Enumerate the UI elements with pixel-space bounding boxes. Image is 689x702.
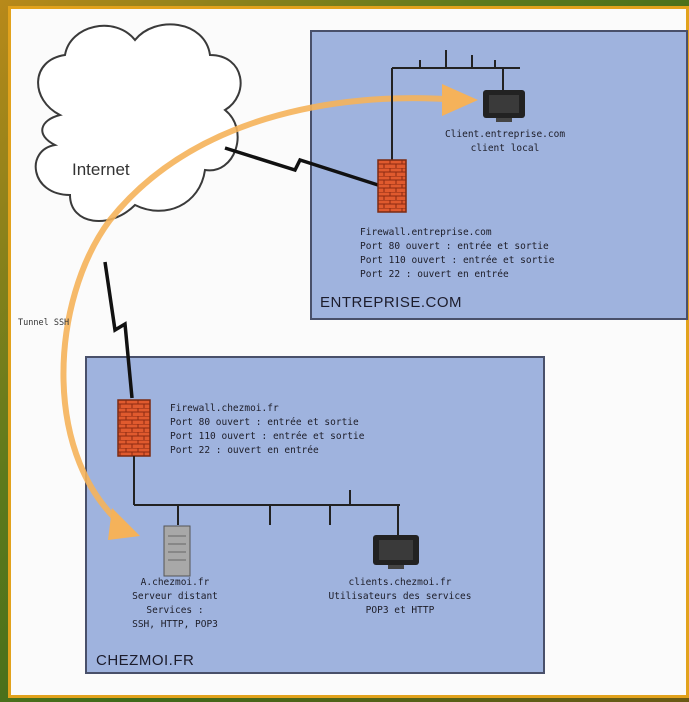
internet-cloud [34,23,242,222]
chezmoi-lan-bus [133,456,400,535]
chezmoi-network-panel [85,356,545,674]
clients-hostname: clients.chezmoi.fr [348,577,452,588]
chezmoi-firewall-rule: Port 22 : ouvert en entrée [170,445,319,456]
entreprise-firewall-rule: Port 110 ouvert : entrée et sortie [360,255,555,266]
entreprise-client-name: Client.entreprise.com [444,129,566,140]
entreprise-client-role: client local [470,143,540,154]
clients-description: Utilisateurs des services [328,591,472,602]
entreprise-firewall-name: Firewall.entreprise.com [360,227,492,238]
chezmoi-firewall-icon [117,399,151,457]
server-hostname: A.chezmoi.fr [140,577,210,588]
server-services-list: SSH, HTTP, POP3 [132,619,218,630]
ssh-tunnel-arrow [60,95,461,533]
chezmoi-firewall-rule: Port 80 ouvert : entrée et sortie [170,417,359,428]
client-monitor-icon [483,90,525,122]
clients-monitor-icon [373,535,419,569]
entreprise-firewall-icon [377,159,407,213]
entreprise-firewall-rule: Port 22 : ouvert en entrée [360,269,509,280]
entreprise-lan-bus [391,50,520,165]
internet-label: Internet [72,160,130,179]
tunnel-arrowhead-top [442,84,478,116]
entreprise-network-panel [310,30,688,320]
server-tower-icon [163,525,191,577]
chezmoi-firewall-name: Firewall.chezmoi.fr [170,403,279,414]
tunnel-arrowhead-bottom [108,508,140,540]
server-services-label: Services : [146,605,204,616]
chezmoi-panel-title: CHEZMOI.FR [96,652,195,669]
server-description: Serveur distant [132,591,218,602]
link-internet-chezmoi [103,261,134,399]
entreprise-panel-title: ENTREPRISE.COM [320,294,463,311]
entreprise-firewall-rule: Port 80 ouvert : entrée et sortie [360,241,549,252]
link-internet-entreprise [224,146,379,187]
tunnel-ssh-label: Tunnel SSH [18,318,70,328]
clients-services: POP3 et HTTP [365,605,435,616]
chezmoi-firewall-rule: Port 110 ouvert : entrée et sortie [170,431,365,442]
